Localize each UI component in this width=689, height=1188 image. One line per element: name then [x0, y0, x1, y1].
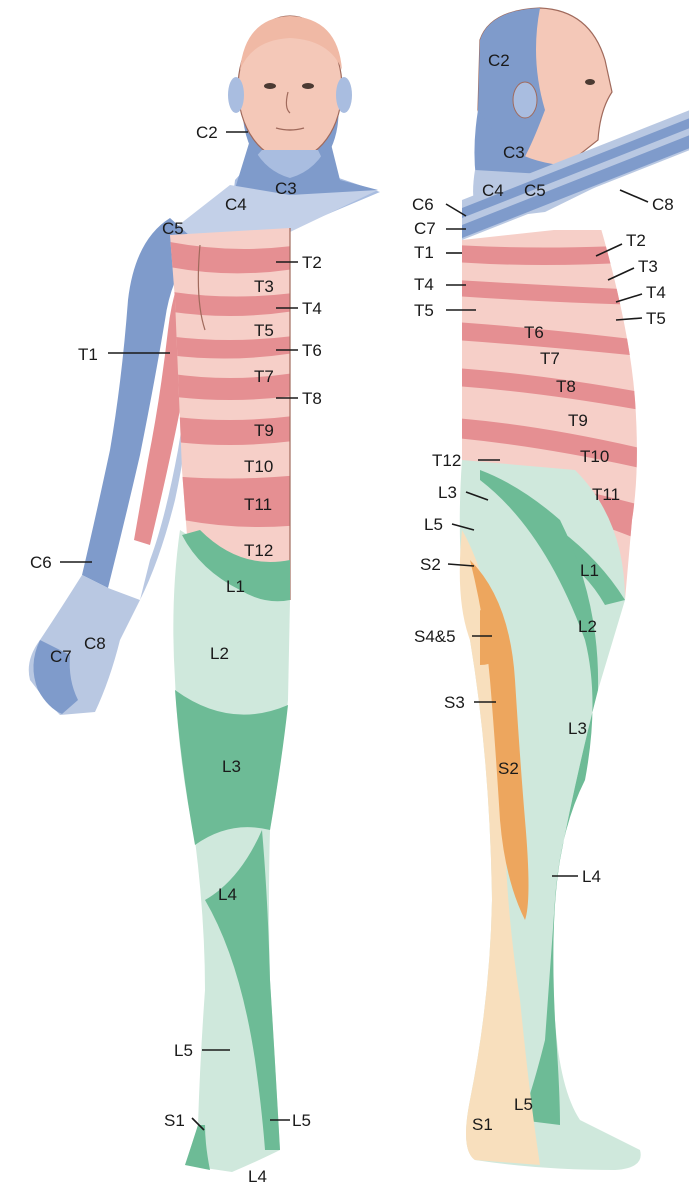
- front-label-t5: T5: [254, 321, 274, 340]
- side-label-c7: C7: [414, 219, 436, 238]
- front-ear-left: [228, 77, 244, 113]
- side-ear: [513, 82, 537, 118]
- side-label-t11: T11: [592, 485, 620, 504]
- side-label-t5-right: T5: [646, 309, 666, 328]
- front-label-l2: L2: [210, 644, 229, 663]
- side-label-c2: C2: [488, 51, 510, 70]
- front-eye-right: [302, 83, 314, 89]
- side-label-c4: C4: [482, 181, 504, 200]
- front-label-t12: T12: [244, 541, 273, 560]
- front-label-t6: T6: [302, 341, 322, 360]
- side-label-t5: T5: [414, 301, 434, 320]
- front-label-s1: S1: [164, 1111, 185, 1130]
- side-label-t9: T9: [568, 411, 588, 430]
- front-label-l1: L1: [226, 577, 245, 596]
- side-label-c3: C3: [503, 143, 525, 162]
- side-label-t1: T1: [414, 243, 434, 262]
- front-label-c5: C5: [162, 219, 184, 238]
- front-eye-left: [264, 83, 276, 89]
- front-label-c3: C3: [275, 179, 297, 198]
- side-label-l1: L1: [580, 561, 599, 580]
- side-label-s3: S3: [444, 693, 465, 712]
- front-label-t3: T3: [254, 277, 274, 296]
- front-label-l5-foot: L5: [292, 1111, 311, 1130]
- side-leader-t4-right: [616, 294, 642, 302]
- front-head: [228, 16, 352, 165]
- side-label-l5: L5: [424, 515, 443, 534]
- side-leader-c8: [620, 190, 648, 202]
- side-label-c6: C6: [412, 195, 434, 214]
- front-label-l5: L5: [174, 1041, 193, 1060]
- front-label-l4-foot: L4: [248, 1167, 267, 1186]
- front-label-t11: T11: [244, 495, 272, 514]
- side-eye: [585, 79, 595, 85]
- side-label-l5-foot: L5: [514, 1095, 533, 1114]
- front-label-t4: T4: [302, 299, 322, 318]
- front-label-l4: L4: [218, 885, 237, 904]
- front-label-t8: T8: [302, 389, 322, 408]
- side-label-t6: T6: [524, 323, 544, 342]
- side-label-t3: T3: [638, 257, 658, 276]
- side-label-t4-right: T4: [646, 283, 666, 302]
- side-label-s1: S1: [472, 1115, 493, 1134]
- side-label-s4-5: S4&5: [414, 627, 456, 646]
- side-label-l4: L4: [582, 867, 601, 886]
- front-label-t7: T7: [254, 367, 274, 386]
- side-label-l3: L3: [438, 483, 457, 502]
- side-label-s2-leg: S2: [498, 759, 519, 778]
- front-label-t9: T9: [254, 421, 274, 440]
- front-label-c6: C6: [30, 553, 52, 572]
- side-label-l2: L2: [578, 617, 597, 636]
- side-label-l3-leg: L3: [568, 719, 587, 738]
- side-label-t7: T7: [540, 349, 560, 368]
- front-label-t1: T1: [78, 345, 98, 364]
- side-label-c8: C8: [652, 195, 674, 214]
- front-figure: [29, 16, 380, 1172]
- front-label-l3: L3: [222, 757, 241, 776]
- front-label-t2: T2: [302, 253, 322, 272]
- front-label-c4: C4: [225, 195, 247, 214]
- front-label-c2: C2: [196, 123, 218, 142]
- front-label-c7: C7: [50, 647, 72, 666]
- front-label-c8: C8: [84, 634, 106, 653]
- side-label-t2: T2: [626, 231, 646, 250]
- side-label-t4: T4: [414, 275, 434, 294]
- side-label-c5: C5: [524, 181, 546, 200]
- side-label-s2: S2: [420, 555, 441, 574]
- side-label-t10: T10: [580, 447, 609, 466]
- side-label-t12: T12: [432, 451, 461, 470]
- front-ear-right: [336, 77, 352, 113]
- front-label-t10: T10: [244, 457, 273, 476]
- side-label-t8: T8: [556, 377, 576, 396]
